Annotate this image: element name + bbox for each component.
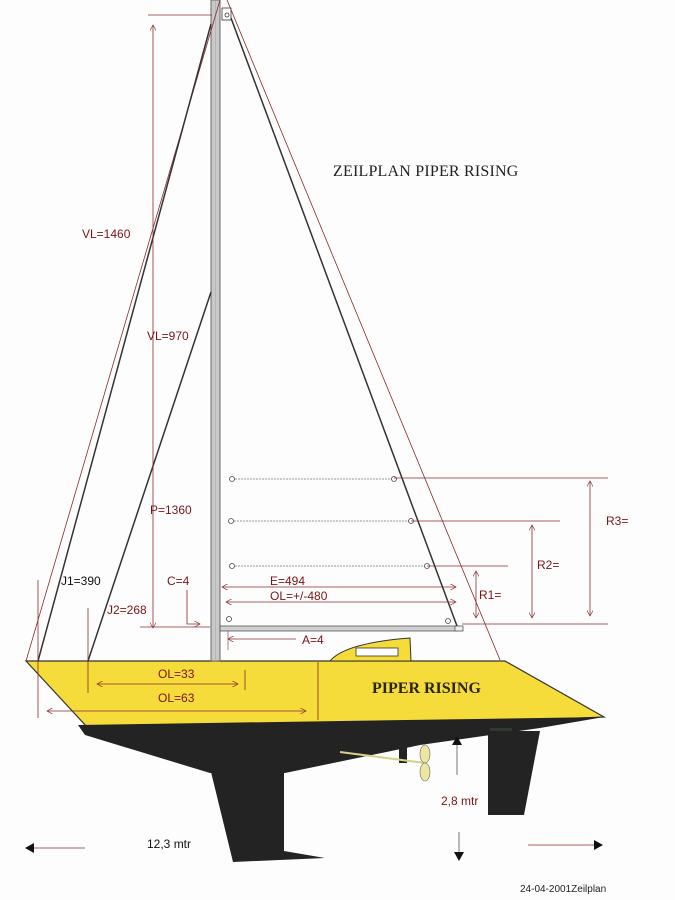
label-draft: 2,8 mtr [441, 794, 479, 808]
label-r1: R1= [479, 588, 502, 602]
label-r2: R2= [537, 558, 560, 572]
boom [219, 625, 458, 632]
label-ol-33: OL=33 [158, 667, 195, 681]
saildrive [399, 745, 407, 763]
label-vl-1460: VL=1460 [82, 227, 131, 241]
footer-date: 24-04-2001Zeilplan [520, 884, 607, 895]
jib1-luff [37, 23, 212, 662]
label-ol-foot: OL=+/-480 [270, 589, 328, 603]
label-ol-63: OL=63 [158, 691, 195, 705]
label-j2: J2=268 [107, 603, 147, 617]
masthead-fitting [221, 7, 232, 21]
label-p-1360: P=1360 [150, 503, 192, 517]
rudder [488, 731, 540, 815]
drawing-title: ZEILPLAN PIPER RISING [333, 163, 519, 180]
label-j1: J1=390 [61, 574, 101, 588]
mainsail-leech [230, 17, 458, 627]
cabin-window [355, 647, 399, 657]
keel [211, 772, 325, 862]
label-a: A=4 [302, 633, 324, 647]
label-e: E=494 [270, 574, 306, 588]
label-r3: R3= [606, 514, 629, 528]
propeller-blade-bottom [419, 762, 431, 782]
jib2-luff [87, 291, 212, 662]
hull-underwater [78, 717, 604, 773]
reef-points [231, 478, 427, 567]
backstay [226, 0, 501, 661]
label-c: C=4 [167, 574, 190, 588]
label-vl-970: VL=970 [147, 329, 189, 343]
hull-name: PIPER RISING [372, 680, 481, 697]
propeller-blade-top [419, 744, 431, 764]
label-length: 12,3 mtr [147, 837, 192, 851]
prop-shaft [339, 751, 426, 764]
